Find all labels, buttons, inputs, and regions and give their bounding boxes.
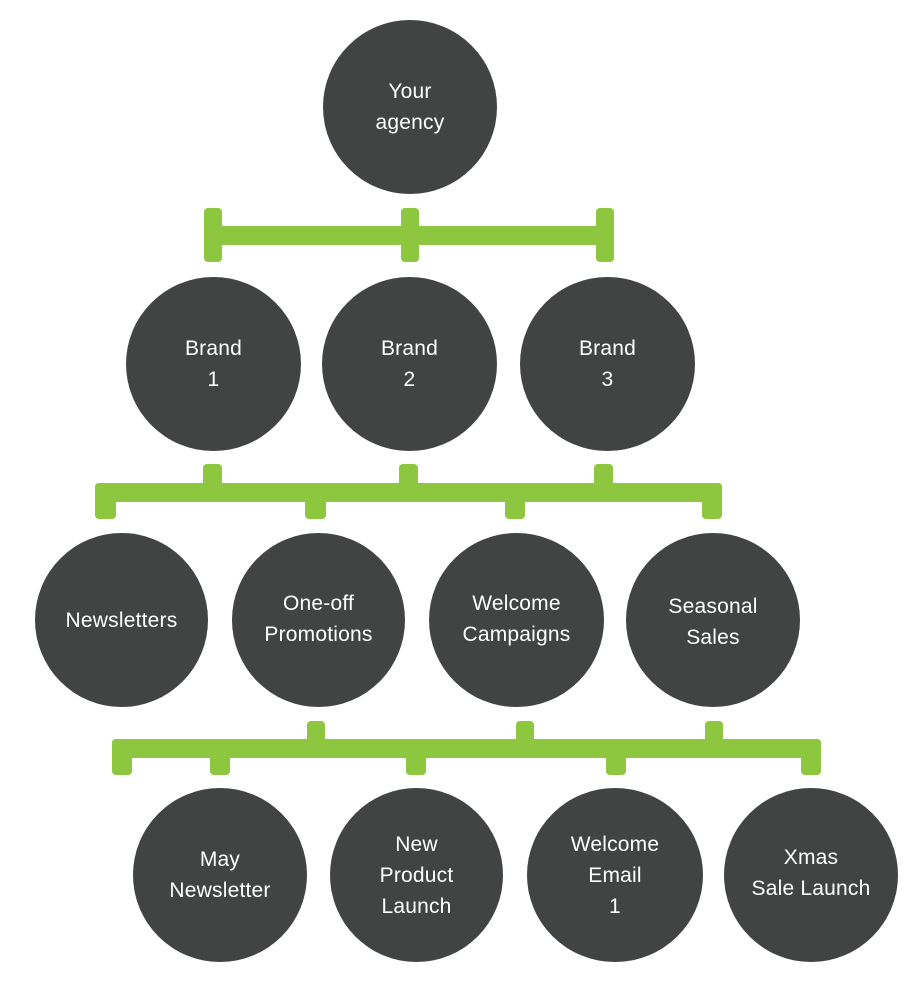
node-new-product-launch: New Product Launch [330,788,503,962]
node-label: Welcome Email 1 [570,832,660,918]
connector-stub-brand-1 [204,208,222,262]
connector-stub-to-seasonal-sales [702,483,722,519]
connector-stub-from-brand-3 [594,464,613,488]
connector-stub-from-brand-1 [203,464,222,488]
node-may-newsletter: May Newsletter [133,788,307,962]
node-xmas-sale-launch: Xmas Sale Launch [724,788,898,962]
node-label: Welcome Campaigns [462,592,571,646]
connector-stub-agency-brand-2 [401,208,419,262]
connector-stub-to-may-newsletter [210,739,230,775]
node-label: Newsletters [65,608,178,632]
node-label: Brand 1 [184,337,243,391]
node-label: Your agency [375,80,445,134]
connector-bar [95,483,722,502]
connector-stub-from-brand-2 [399,464,418,488]
connector-stub-to-newsletters [95,483,116,519]
connector-stub-from-welcome-campaigns [516,721,534,745]
connector-stub-brand-3 [596,208,614,262]
node-label: Xmas Sale Launch [751,846,871,900]
connector-stub-from-seasonal-sales [705,721,723,745]
connector-stub-to-welcome-email-1 [606,739,626,775]
node-label: Brand 3 [578,337,637,391]
node-label: New Product Launch [379,832,454,918]
node-welcome-email-1: Welcome Email 1 [527,788,703,962]
connector-stub-to-one-off-promotions [305,483,326,519]
node-your-agency: Your agency [323,20,497,194]
node-brand-2: Brand 2 [322,277,497,451]
node-newsletters: Newsletters [35,533,208,707]
node-label: May Newsletter [169,848,271,902]
connector-stub-to-new-product-launch [406,739,426,775]
connector-stub-to-xmas-sale-launch [801,739,821,775]
node-label: Seasonal Sales [668,595,758,649]
connector-stub-from-one-off-promotions [307,721,325,745]
connector-stub-left-end [112,739,132,775]
node-label: Brand 2 [380,337,439,391]
node-brand-1: Brand 1 [126,277,301,451]
node-label: One-off Promotions [264,592,373,646]
node-one-off-promotions: One-off Promotions [232,533,405,707]
node-seasonal-sales: Seasonal Sales [626,533,800,707]
connector-bar [112,739,821,758]
connector-stub-to-welcome-campaigns [505,483,525,519]
node-welcome-campaigns: Welcome Campaigns [429,533,604,707]
node-brand-3: Brand 3 [520,277,695,451]
